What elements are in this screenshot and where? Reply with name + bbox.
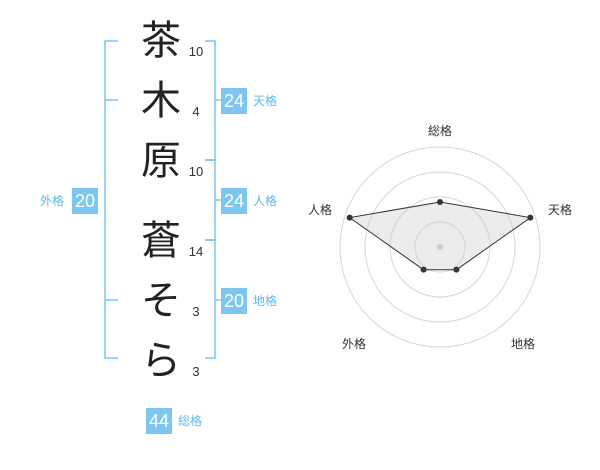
radar-label-gaikaku: 外格 xyxy=(342,337,367,351)
soukaku-badge: 44 xyxy=(146,408,172,434)
radar-point-1 xyxy=(437,199,443,205)
stroke-count-4: 14 xyxy=(188,244,204,259)
stroke-count-5: 3 xyxy=(192,304,200,319)
stroke-count-6: 3 xyxy=(192,364,200,379)
name-char-6: ら xyxy=(141,338,181,384)
radar-ring xyxy=(389,196,491,298)
stroke-count-3: 10 xyxy=(188,164,204,179)
radar-label-chikaku: 地格 xyxy=(511,337,536,351)
name-char-3: 原 xyxy=(141,138,181,184)
name-char-2: 木 xyxy=(141,78,181,124)
tenkaku-badge: 24 xyxy=(221,88,247,114)
radar-label-soukaku: 総格 xyxy=(428,124,453,138)
radar-label-jinkaku: 人格 xyxy=(308,203,333,217)
name-char-1: 茶 xyxy=(141,18,181,64)
chikaku-label: 地格 xyxy=(253,294,278,308)
radar-polygon xyxy=(348,201,532,271)
radar-point-2 xyxy=(527,214,534,221)
gaikaku-badge: 20 xyxy=(72,188,98,214)
radar-point-3 xyxy=(453,266,460,273)
name-char-4: 蒼 xyxy=(141,218,181,264)
radar-ring xyxy=(364,171,516,323)
soukaku-label: 総格 xyxy=(178,414,203,428)
gaikaku-label: 外格 xyxy=(40,194,65,208)
radar-point-5 xyxy=(346,214,353,221)
tenkaku-label: 天格 xyxy=(253,94,278,108)
stroke-count-1: 10 xyxy=(188,44,204,59)
radar-point-4 xyxy=(420,266,427,273)
radar-center xyxy=(437,244,443,250)
jinkaku-label: 人格 xyxy=(253,194,278,208)
stroke-count-2: 4 xyxy=(192,104,200,119)
name-char-5: そ xyxy=(141,278,181,324)
jinkaku-badge: 24 xyxy=(221,188,247,214)
radar-ring xyxy=(414,221,466,273)
radar-ring xyxy=(339,146,541,348)
chikaku-badge: 20 xyxy=(221,288,247,314)
radar-label-tenkaku: 天格 xyxy=(548,203,573,217)
